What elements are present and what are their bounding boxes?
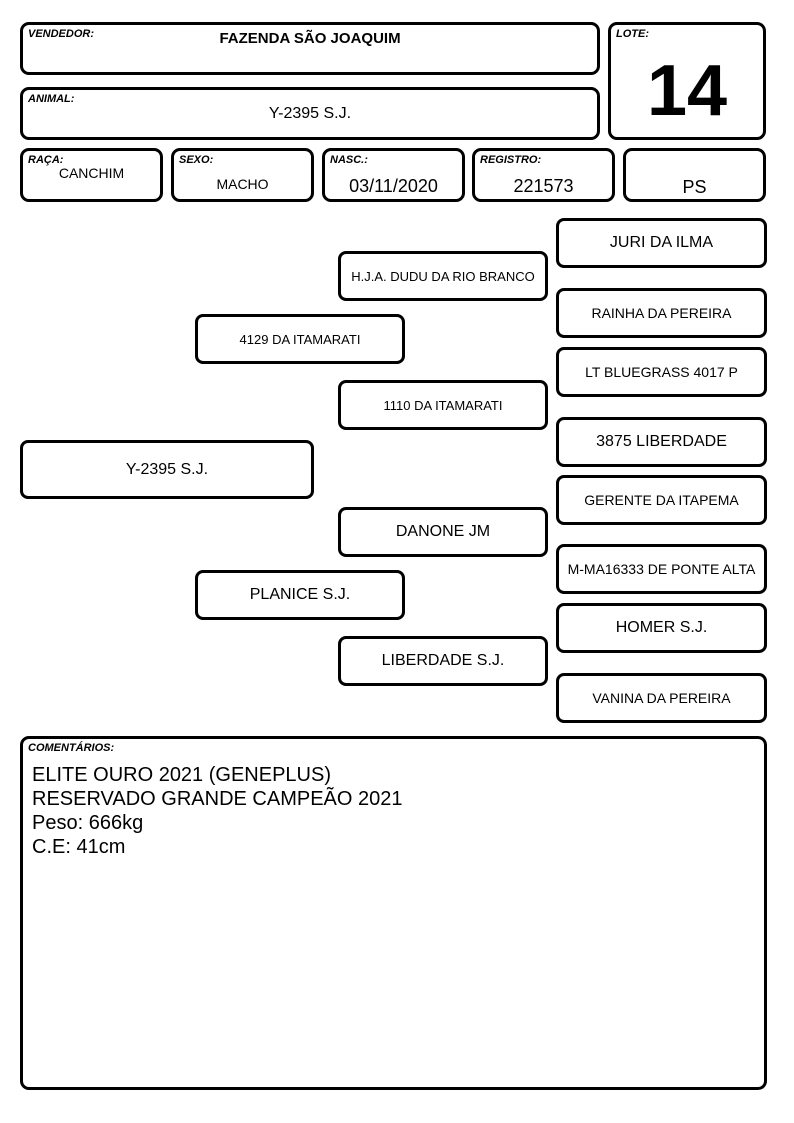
sexo-label: SEXO: [179,154,214,166]
categoria-box: PS [623,148,766,202]
raca-box: RAÇA: CANCHIM [20,148,163,202]
pedigree-ggp-8-name: VANINA DA PEREIRA [592,690,731,706]
comments-box: COMENTÁRIOS: ELITE OURO 2021 (GENEPLUS) … [20,736,767,1090]
pedigree-sire-dam-name: 1110 DA ITAMARATI [383,397,503,413]
raca-value: CANCHIM [58,165,125,181]
pedigree-ggp-6: M-MA16333 DE PONTE ALTA [556,544,767,594]
sexo-value: MACHO [216,176,269,192]
categoria-value: PS [682,177,707,197]
lote-label: LOTE: [616,28,649,40]
nasc-label: NASC.: [330,154,368,166]
comment-line: ELITE OURO 2021 (GENEPLUS) [32,764,331,786]
pedigree-ggp-8: VANINA DA PEREIRA [556,673,767,723]
animal-value: Y-2395 S.J. [268,105,352,122]
comments-text: ELITE OURO 2021 (GENEPLUS) RESERVADO GRA… [32,763,754,859]
pedigree-sire-sire: H.J.A. DUDU DA RIO BRANCO [338,251,548,301]
pedigree-dam-sire: DANONE JM [338,507,548,557]
pedigree-ggp-7-name: HOMER S.J. [615,619,708,636]
sexo-box: SEXO: MACHO [171,148,314,202]
pedigree-ggp-7: HOMER S.J. [556,603,767,653]
pedigree-ggp-3-name: LT BLUEGRASS 4017 P [585,364,738,380]
lote-box: LOTE: 14 [608,22,766,140]
pedigree-ggp-6-name: M-MA16333 DE PONTE ALTA [567,561,756,577]
pedigree-ggp-1: JURI DA ILMA [556,218,767,268]
pedigree-ggp-3: LT BLUEGRASS 4017 P [556,347,767,397]
pedigree-dam-name: PLANICE S.J. [249,586,351,603]
vendedor-box: VENDEDOR: FAZENDA SÃO JOAQUIM [20,22,600,75]
pedigree-sire: 4129 DA ITAMARATI [195,314,405,364]
pedigree-ggp-4: 3875 LIBERDADE [556,417,767,467]
pedigree-ggp-1-name: JURI DA ILMA [609,234,714,251]
raca-label: RAÇA: [28,154,64,166]
pedigree-dam-sire-name: DANONE JM [395,523,491,540]
animal-label: ANIMAL: [28,93,75,105]
vendedor-value: FAZENDA SÃO JOAQUIM [219,30,401,47]
comment-line: RESERVADO GRANDE CAMPEÃO 2021 [32,788,403,810]
pedigree-ggp-5: GERENTE DA ITAPEMA [556,475,767,525]
pedigree-sire-sire-name: H.J.A. DUDU DA RIO BRANCO [351,268,535,284]
pedigree-animal-name: Y-2395 S.J. [125,460,209,478]
pedigree-dam: PLANICE S.J. [195,570,405,620]
pedigree-sire-name: 4129 DA ITAMARATI [239,331,361,347]
registro-label: REGISTRO: [480,154,542,166]
animal-box: ANIMAL: Y-2395 S.J. [20,87,600,140]
nasc-value: 03/11/2020 [349,176,438,196]
lote-number: 14 [646,51,728,131]
pedigree-animal: Y-2395 S.J. [20,440,314,499]
pedigree-dam-dam: LIBERDADE S.J. [338,636,548,686]
pedigree-ggp-5-name: GERENTE DA ITAPEMA [584,492,739,508]
pedigree-ggp-2-name: RAINHA DA PEREIRA [591,305,732,321]
comment-line: C.E: 41cm [32,836,126,858]
comment-line: Peso: 666kg [32,812,144,834]
pedigree-ggp-4-name: 3875 LIBERDADE [596,433,727,450]
registro-box: REGISTRO: 221573 [472,148,615,202]
comments-label: COMENTÁRIOS: [28,742,115,754]
registro-value: 221573 [513,176,574,196]
vendedor-label: VENDEDOR: [28,28,95,40]
pedigree-dam-dam-name: LIBERDADE S.J. [381,652,505,669]
pedigree-ggp-2: RAINHA DA PEREIRA [556,288,767,338]
nasc-box: NASC.: 03/11/2020 [322,148,465,202]
pedigree-sire-dam: 1110 DA ITAMARATI [338,380,548,430]
